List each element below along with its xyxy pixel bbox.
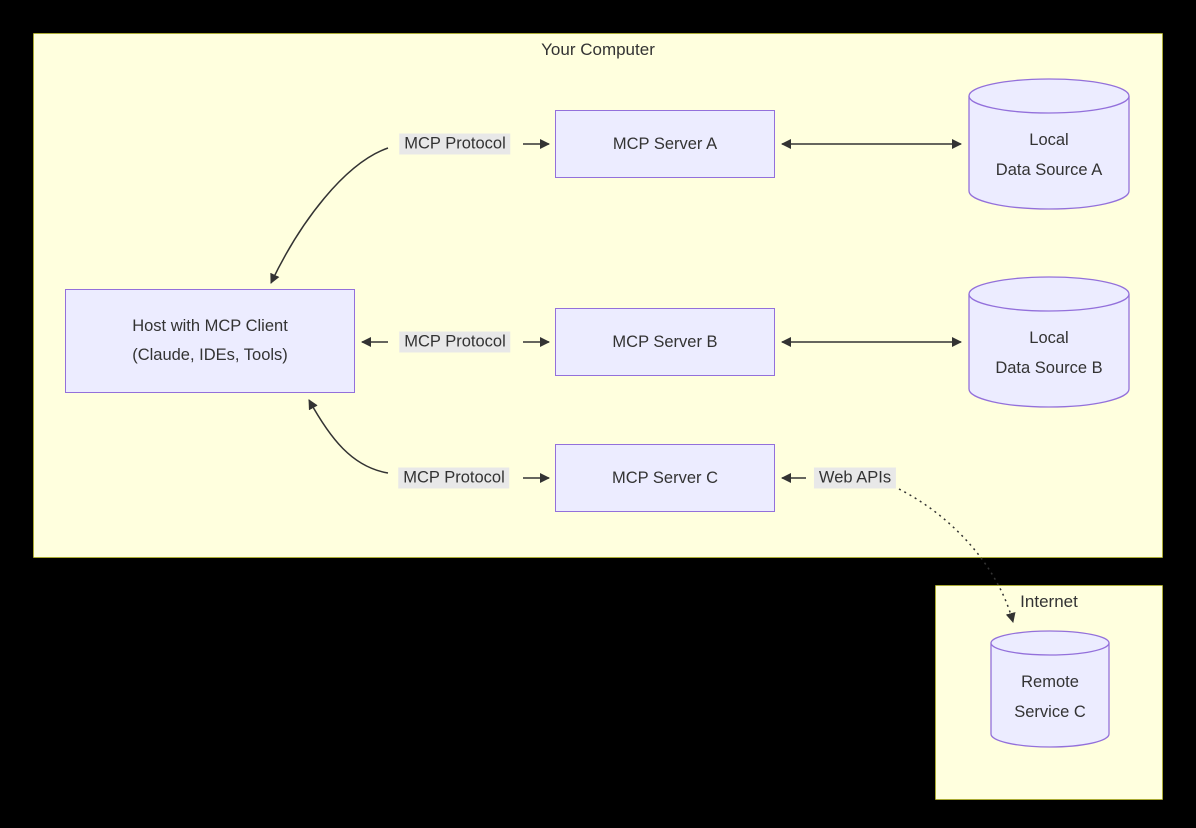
edge-label-web-apis: Web APIs [813, 467, 897, 489]
edge-label-mcp-protocol-c: MCP Protocol [398, 467, 510, 489]
node-host-line1: Host with MCP Client [132, 317, 288, 336]
node-remote-service-c: Remote Service C [990, 630, 1110, 748]
node-mcp-server-b: MCP Server B [555, 308, 775, 376]
cluster-internet-title: Internet [1020, 592, 1078, 611]
node-local-data-source-b: Local Data Source B [968, 276, 1130, 408]
node-host-with-mcp-client: Host with MCP Client (Claude, IDEs, Tool… [65, 289, 355, 393]
node-host-line2: (Claude, IDEs, Tools) [132, 346, 288, 364]
node-mcp-server-c: MCP Server C [555, 444, 775, 512]
node-mcp-server-c-label: MCP Server C [611, 468, 719, 487]
edge-label-mcp-protocol-b: MCP Protocol [399, 331, 511, 353]
cylinder-shape-icon [990, 630, 1110, 748]
node-remote-c-line1: Remote [1021, 673, 1079, 692]
cylinder-shape-icon [968, 276, 1130, 408]
node-mcp-server-a: MCP Server A [555, 110, 775, 178]
edge-label-mcp-protocol-a: MCP Protocol [399, 133, 511, 155]
node-local-data-source-a: Local Data Source A [968, 78, 1130, 210]
node-mcp-server-b-label: MCP Server B [612, 332, 718, 351]
node-source-a-line2: Data Source A [995, 161, 1103, 179]
node-source-b-line2: Data Source B [995, 359, 1103, 377]
cluster-your-computer-title: Your Computer [541, 40, 655, 59]
cylinder-shape-icon [968, 78, 1130, 210]
node-mcp-server-a-label: MCP Server A [612, 134, 718, 153]
node-source-a-line1: Local [1029, 131, 1069, 150]
node-remote-c-line2: Service C [1014, 703, 1086, 721]
node-source-b-line1: Local [1029, 329, 1069, 348]
